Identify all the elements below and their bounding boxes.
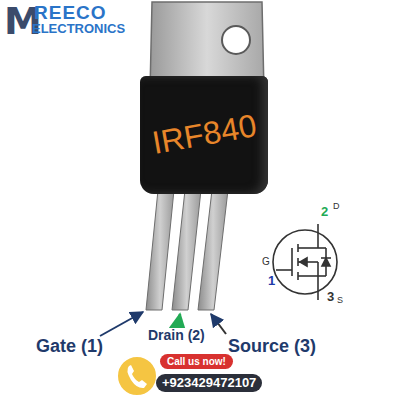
pin-name: D	[333, 202, 340, 212]
transistor-body: IRF840	[140, 76, 268, 194]
pin-label: Drain (2)	[146, 328, 207, 343]
part-number: IRF840	[149, 109, 258, 162]
logo-word: REECO	[34, 3, 107, 24]
leader-arrow	[178, 314, 180, 326]
leader-arrow	[100, 312, 143, 336]
phone-icon	[117, 356, 157, 396]
pin-name: G	[262, 256, 270, 267]
transistor-legs	[146, 190, 228, 310]
pin-label: Gate (1)	[36, 337, 103, 357]
phone-number: +923429472107	[156, 374, 262, 392]
pin-number: 3	[327, 290, 334, 304]
pin-number: 2	[321, 205, 328, 219]
mosfet-symbol	[273, 224, 337, 300]
leader-arrow	[211, 314, 226, 334]
pin-name: S	[337, 296, 343, 306]
pin-label: Source (3)	[228, 337, 316, 357]
pin-number: 1	[268, 274, 275, 288]
badge-heading: Call us now!	[160, 354, 233, 369]
call-badge: Call us now! +923429472107	[156, 352, 286, 396]
logo-word: ELECTRONICS	[32, 22, 125, 36]
